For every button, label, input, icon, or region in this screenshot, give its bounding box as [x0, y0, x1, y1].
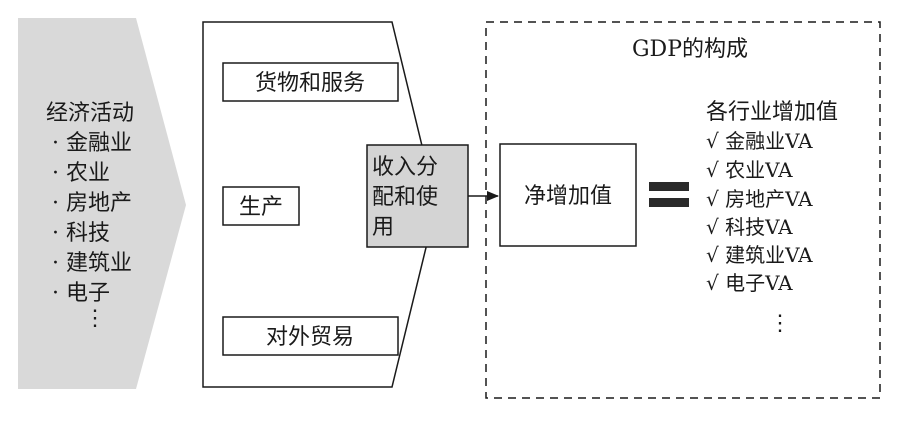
goods-services-frame — [222, 62, 399, 102]
industries-ellipsis: ⋮ — [769, 311, 791, 336]
industry-va-construction: √ 建筑业VA — [706, 243, 813, 267]
income-distribution-box: 收入分 配和使 用 — [366, 144, 469, 248]
industry-va-real-estate: √ 房地产VA — [706, 187, 813, 211]
foreign-trade-box: 对外贸易 — [222, 316, 399, 356]
industry-va-finance: √ 金融业VA — [706, 129, 813, 153]
industry-va-electronics: √ 电子VA — [706, 271, 793, 295]
activity-item-agriculture: · 农业 — [52, 161, 110, 186]
net-value-added-frame — [499, 143, 637, 247]
net-value-added-box: 净增加值 — [499, 143, 637, 247]
income-distribution-line-2: 配和使 — [372, 185, 438, 210]
gdp-composition-frame — [485, 21, 881, 399]
foreign-trade-label: 对外贸易 — [266, 325, 354, 350]
net-value-added-label: 净增加值 — [524, 184, 612, 209]
activity-ellipsis: ⋮ — [84, 306, 106, 331]
equals-bar-top — [649, 182, 689, 191]
production-frame — [222, 186, 300, 226]
activity-item-construction: · 建筑业 — [52, 251, 132, 276]
activity-item-electronics: · 电子 — [52, 281, 110, 306]
income-distribution-line-1: 收入分 — [372, 155, 438, 180]
goods-services-label: 货物和服务 — [255, 71, 365, 96]
activity-item-finance: · 金融业 — [52, 131, 132, 156]
income-distribution-frame — [366, 144, 469, 248]
activity-item-technology: · 科技 — [52, 221, 110, 246]
income-distribution-line-3: 用 — [372, 215, 394, 240]
goods-services-box: 货物和服务 — [222, 62, 399, 102]
activity-item-real-estate: · 房地产 — [52, 191, 132, 216]
production-label: 生产 — [239, 195, 283, 220]
industries-title: 各行业增加值 — [706, 100, 838, 125]
economic-activity-chevron — [18, 18, 186, 389]
economic-activity-panel: 经济活动 · 金融业 · 农业 · 房地产 · 科技 · 建筑业 · 电子 ⋮ — [18, 18, 186, 389]
equals-sign — [649, 182, 689, 207]
industry-va-technology: √ 科技VA — [706, 215, 793, 239]
industry-value-added-list: 各行业增加值 √ 金融业VA √ 农业VA √ 房地产VA √ 科技VA √ 建… — [706, 100, 838, 336]
foreign-trade-frame — [222, 316, 399, 356]
economic-activity-title: 经济活动 — [46, 101, 134, 126]
gdp-composition-title: GDP的构成 — [632, 37, 748, 62]
production-box: 生产 — [222, 186, 300, 226]
industry-va-agriculture: √ 农业VA — [706, 158, 793, 182]
equals-bar-bottom — [649, 198, 689, 207]
